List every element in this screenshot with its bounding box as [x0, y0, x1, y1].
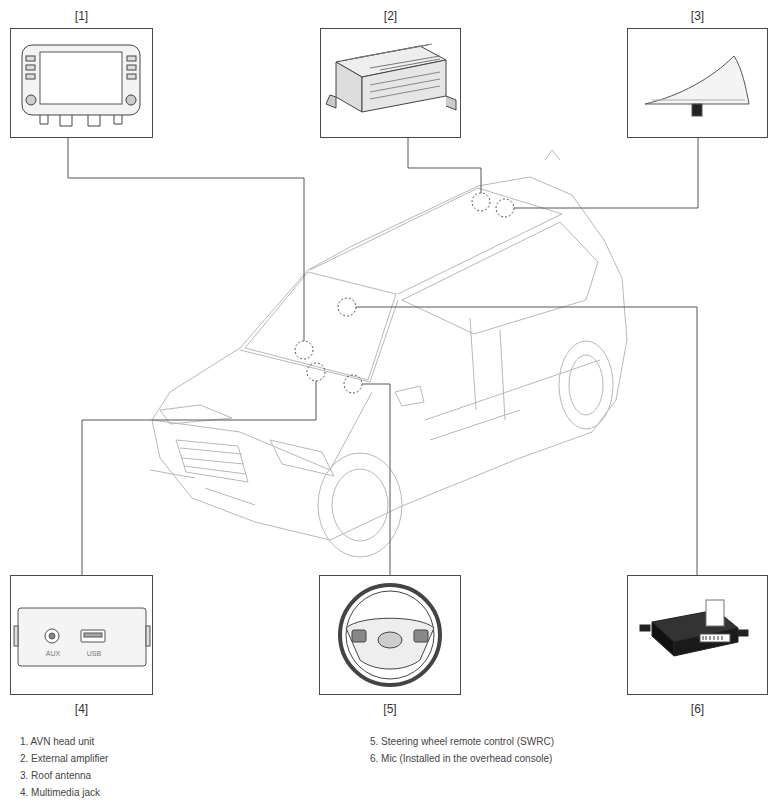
location-circles — [295, 193, 514, 393]
leader-lines — [68, 138, 698, 575]
parts-list-item: 3. Roof antenna — [20, 770, 91, 781]
parts-list-item: 5. Steering wheel remote control (SWRC) — [370, 736, 554, 747]
callout-number: [3] — [628, 9, 767, 23]
callout-number: [2] — [321, 9, 460, 23]
port-label: USB — [87, 650, 101, 657]
parts-list-item: 1. AVN head unit — [20, 736, 94, 747]
callout-box: [3] — [627, 28, 768, 138]
roof-antenna-picture — [645, 56, 749, 116]
parts-list-item: 2. External amplifier — [20, 753, 108, 764]
callout-box: [6] — [627, 575, 768, 695]
callout-number: [4] — [11, 702, 152, 716]
port-label: AUX — [46, 650, 60, 657]
avn-head-unit-picture — [22, 45, 140, 126]
steering-wheel-picture — [340, 585, 440, 685]
callout-number: [6] — [628, 702, 767, 716]
callout-box: [1] — [10, 28, 153, 138]
parts-list-item: 6. Mic (Installed in the overhead consol… — [370, 753, 552, 764]
parts-list-item: 4. Multimedia jack — [20, 787, 100, 798]
callout-box: [4]AUXUSB — [10, 575, 153, 695]
callout-number: [5] — [320, 702, 460, 716]
amplifier-picture — [326, 44, 456, 112]
callout-box: [5] — [319, 575, 461, 695]
mic-picture — [640, 600, 748, 656]
car-drawing — [150, 150, 627, 557]
callout-box: [2] — [320, 28, 461, 138]
multimedia-jack-picture — [14, 608, 150, 666]
callout-number: [1] — [11, 9, 152, 23]
